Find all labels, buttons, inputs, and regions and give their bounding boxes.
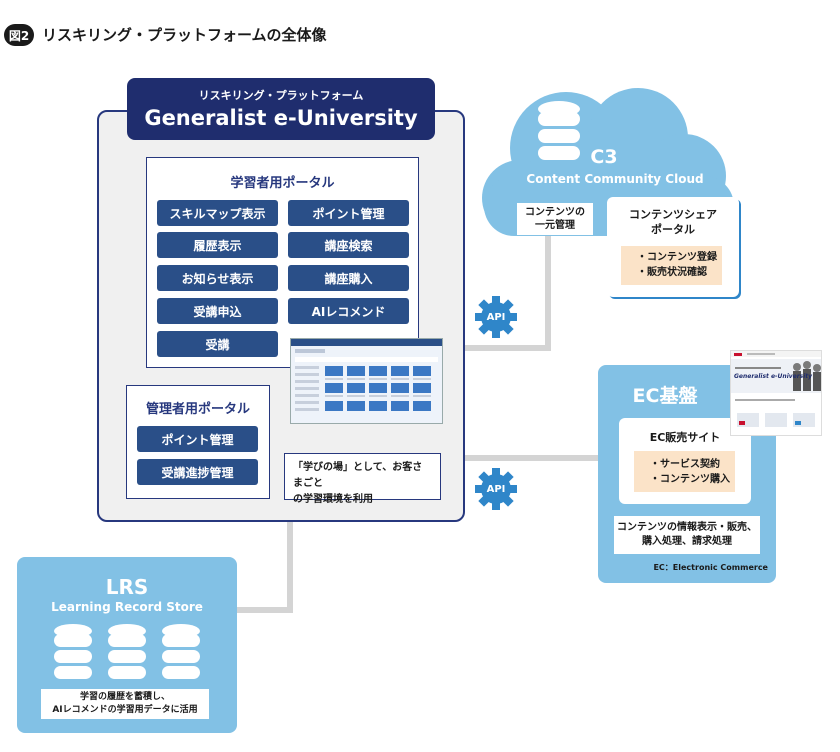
ec-desc-line1: コンテンツの情報表示・販売、 xyxy=(617,522,757,533)
connector-ec xyxy=(465,455,598,461)
learning-env-note-line2: の学習環境を利用 xyxy=(293,494,373,505)
admin-point-manage-button[interactable]: ポイント管理 xyxy=(137,426,258,452)
skill-map-button[interactable]: スキルマップ表示 xyxy=(157,200,278,226)
connector-lrs-vertical xyxy=(287,522,293,613)
database-icon xyxy=(108,624,146,679)
ec-site-items: ・サービス契約 ・コンテンツ購入 xyxy=(634,451,735,492)
course-search-button[interactable]: 講座検索 xyxy=(288,232,409,258)
database-icon xyxy=(538,101,580,160)
ec-footnote: EC：Electronic Commerce xyxy=(653,563,768,572)
ai-recommend-button[interactable]: AIレコメンド xyxy=(288,298,409,324)
attend-button[interactable]: 受講 xyxy=(157,331,278,357)
platform-subtitle: リスキリング・プラットフォーム xyxy=(198,89,364,102)
history-button[interactable]: 履歴表示 xyxy=(157,232,278,258)
database-icon xyxy=(54,624,92,679)
ec-thumbnail-graphic xyxy=(731,351,821,427)
course-purchase-button[interactable]: 講座購入 xyxy=(288,265,409,291)
share-portal-item-register: ・コンテンツ登録 xyxy=(637,252,717,263)
lrs-desc-line2: AIレコメンドの学習用データに活用 xyxy=(52,705,198,715)
learner-portal: 学習者用ポータル スキルマップ表示 ポイント管理 履歴表示 講座検索 お知らせ表… xyxy=(146,157,419,368)
api-label-c3: API xyxy=(486,311,506,323)
c3-title: C3 xyxy=(590,146,618,168)
connector-lrs-horizontal xyxy=(237,607,293,613)
c3-unify-line2: 一元管理 xyxy=(535,220,575,231)
point-manage-button[interactable]: ポイント管理 xyxy=(288,200,409,226)
lrs-desc-line1: 学習の履歴を蓄積し、 xyxy=(79,692,170,702)
ec-description: コンテンツの情報表示・販売、 購入処理、請求処理 xyxy=(614,516,760,554)
connector-c3-vertical xyxy=(545,230,551,351)
lrs-title: LRS xyxy=(105,575,149,599)
c3-unify-box: コンテンツの 一元管理 xyxy=(517,203,593,235)
admin-portal-title: 管理者用ポータル xyxy=(145,402,250,417)
gear-icon xyxy=(475,468,517,510)
progress-manage-button[interactable]: 受講進捗管理 xyxy=(137,459,258,485)
c3-subtitle: Content Community Cloud xyxy=(526,172,704,186)
ec-sales-site-title: EC販売サイト xyxy=(649,431,721,444)
platform-title: Generalist e-University xyxy=(144,106,418,130)
share-portal-item-sales: ・販売状況確認 xyxy=(637,267,707,278)
gear-icon xyxy=(475,296,517,338)
ec-site-thumbnail: Generalist e-University xyxy=(730,350,822,436)
notice-button[interactable]: お知らせ表示 xyxy=(157,265,278,291)
figure-title: リスキリング・プラットフォームの全体像 xyxy=(42,26,327,44)
ec-title: EC基盤 xyxy=(632,385,698,407)
share-portal-title-line1: コンテンツシェア xyxy=(629,208,717,221)
share-portal-items: ・コンテンツ登録 ・販売状況確認 xyxy=(621,246,722,285)
api-gear-c3: API xyxy=(474,295,518,339)
api-gear-ec: API xyxy=(474,467,518,511)
c3-unify-line1: コンテンツの xyxy=(525,207,585,218)
learning-env-note: 「学びの場」として、お客さまごと の学習環境を利用 xyxy=(284,453,441,505)
database-icon xyxy=(162,624,200,679)
api-label-ec: API xyxy=(486,483,506,495)
learner-portal-title: 学習者用ポータル xyxy=(230,176,335,191)
learning-env-note-line1: 「学びの場」として、お客さまごと xyxy=(293,462,423,489)
admin-portal: 管理者用ポータル ポイント管理 受講進捗管理 xyxy=(126,385,270,499)
portal-screenshot xyxy=(290,338,443,424)
ec-site-item-purchase: ・コンテンツ購入 xyxy=(650,474,730,485)
ec-site-item-contract: ・サービス契約 xyxy=(650,459,720,470)
platform-title-banner: リスキリング・プラットフォーム Generalist e-University xyxy=(127,78,435,140)
portal-screenshot-graphic xyxy=(291,339,442,411)
enroll-button[interactable]: 受講申込 xyxy=(157,298,278,324)
figure-badge: 図2 xyxy=(4,24,34,46)
ec-desc-line2: 購入処理、請求処理 xyxy=(642,536,732,547)
connector-c3-horizontal xyxy=(465,345,551,351)
share-portal-title-line2: ポータル xyxy=(651,223,695,236)
ec-thumbnail-logo: Generalist e-University xyxy=(734,373,813,380)
lrs-subtitle: Learning Record Store xyxy=(51,600,203,614)
lrs-description: 学習の履歴を蓄積し、 AIレコメンドの学習用データに活用 xyxy=(41,689,209,719)
